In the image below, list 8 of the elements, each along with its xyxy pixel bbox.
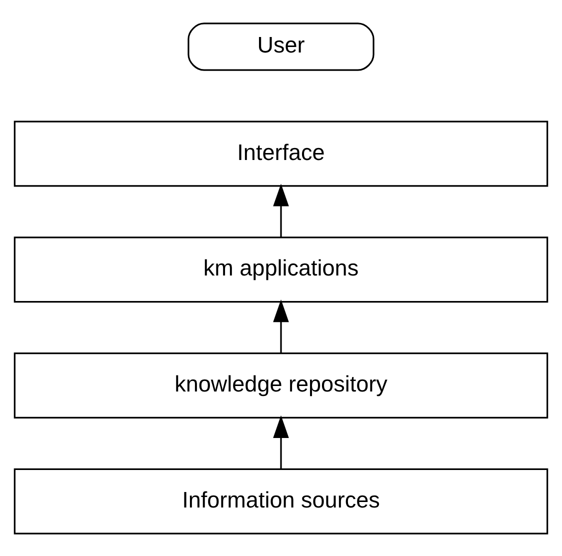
arrow: [273, 299, 289, 353]
node-box: Information sources: [14, 468, 548, 534]
node-box: User: [188, 22, 374, 70]
arrow: [273, 414, 289, 468]
arrow: [273, 183, 289, 237]
node-box: km applications: [14, 236, 548, 302]
node-box: Interface: [14, 120, 548, 186]
node-box: knowledge repository: [14, 352, 548, 418]
